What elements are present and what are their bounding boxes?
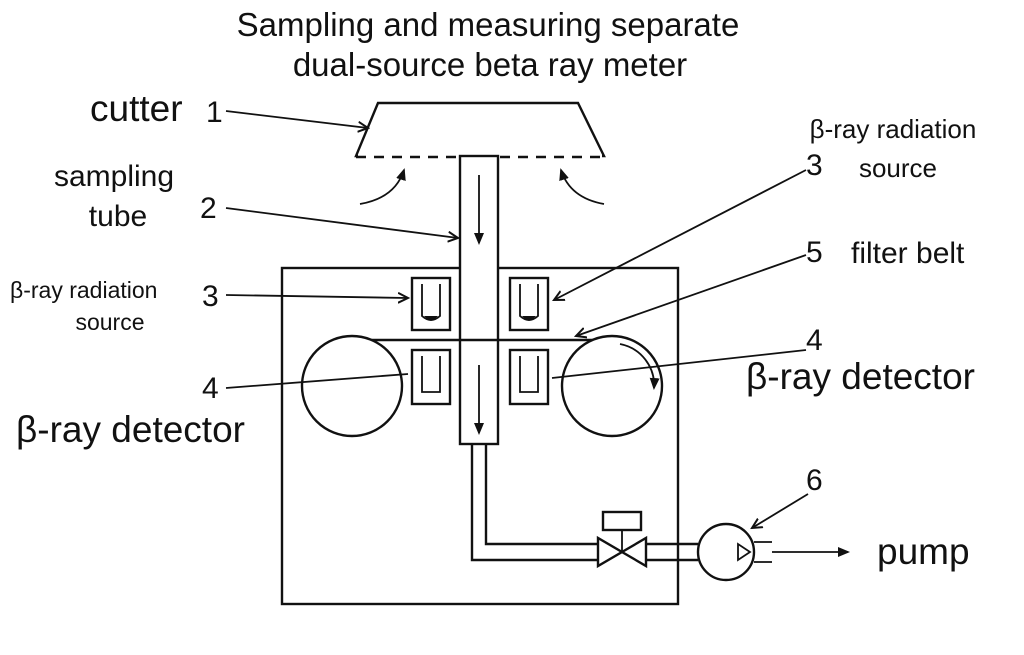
cutter-head [354,101,606,158]
label-source-left-line2: source [75,309,144,335]
label-source-right-line2: source [859,153,937,183]
detector-left [410,348,452,406]
leader-4-left [225,373,409,389]
belt-reel-right [560,334,664,438]
title-line-1: Sampling and measuring separate [237,6,740,43]
detector-right [508,348,550,406]
callout-6: 6 [806,464,823,497]
leader-6 [752,493,809,528]
pump [696,522,772,582]
outlet-pipe-inner [484,444,598,546]
leader-5 [576,254,807,336]
leader-3-right [554,169,807,300]
inflow-arrow-left [359,168,406,205]
leader-4-right [551,349,807,379]
inflow-arrow-right [559,168,605,205]
label-source-right-line1: β-ray radiation [810,114,977,144]
radiation-source-right [508,276,550,332]
callout-2: 2 [200,192,217,225]
label-sampling-tube-line1: sampling [54,160,174,193]
leader-2 [225,207,458,238]
outlet-pipe-outer [470,444,598,562]
label-pump: pump [877,531,970,572]
label-detector-right: β-ray detector [746,356,975,397]
label-filter-belt: filter belt [851,237,965,270]
callout-4-left: 4 [202,372,219,405]
belt-reel-left [300,334,404,438]
title-line-2: dual-source beta ray meter [293,46,687,83]
label-sampling-tube-line2: tube [89,200,147,233]
callout-4-right: 4 [806,324,823,357]
reel-rotation-arrow [619,343,660,390]
callout-3-right: 3 [806,149,823,182]
callout-3-left: 3 [202,280,219,313]
leader-3-left [225,295,408,298]
label-detector-left: β-ray detector [16,409,245,450]
radiation-source-left [410,276,452,332]
callout-1: 1 [206,96,223,129]
leader-1 [225,110,368,128]
callout-5: 5 [806,236,823,269]
label-source-left-line1: β-ray radiation [10,277,157,303]
label-cutter: cutter [90,88,183,129]
valve [596,510,648,569]
